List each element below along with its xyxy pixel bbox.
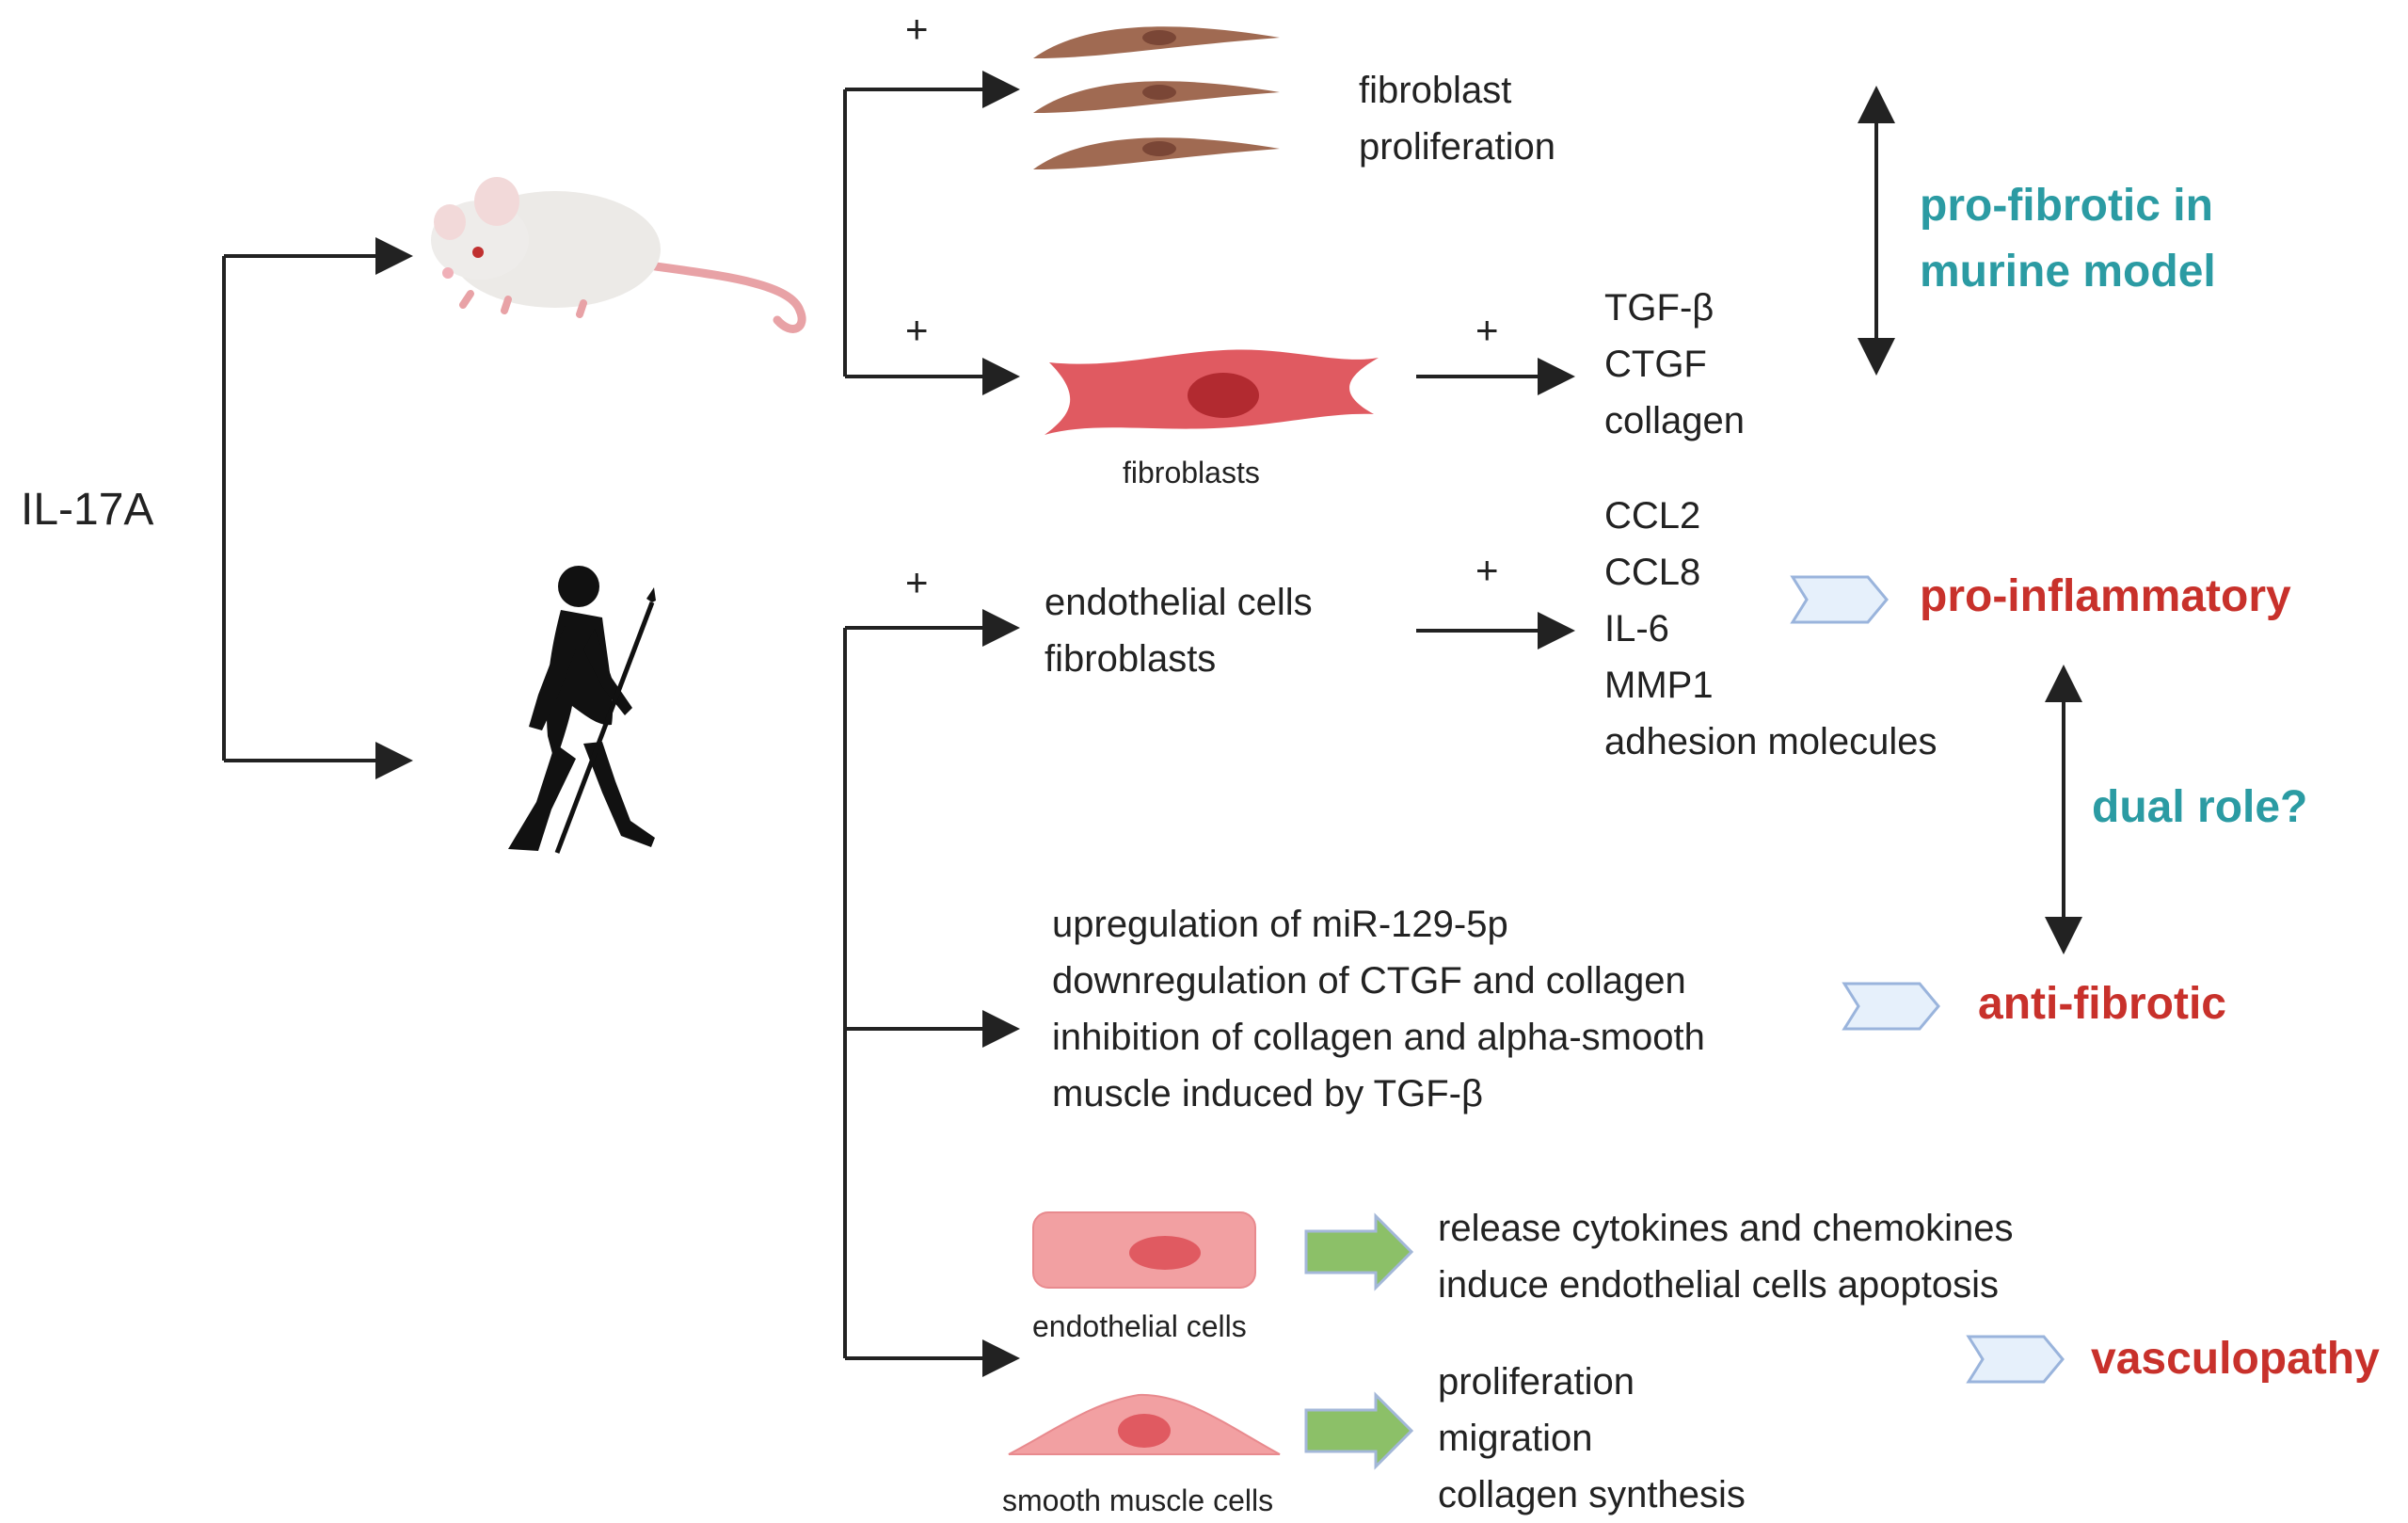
human-walking-icon: [508, 566, 656, 854]
plus-sign-human-mid: +: [1475, 548, 1499, 592]
root-label: IL-17A: [21, 485, 154, 535]
plus-sign-murine-bottom: +: [905, 308, 929, 352]
smooth-muscle-cells-label: smooth muscle cells: [1002, 1483, 1274, 1517]
mechanism-item: upregulation of miR-129-5p: [1052, 904, 1508, 945]
endothelial-effects-list: release cytokines and chemokines induce …: [1438, 1200, 2013, 1313]
murine-mediators-list: TGF-β CTGF collagen: [1604, 280, 1745, 449]
chevron-icon-anti-fibrotic: [1842, 982, 1940, 1031]
mediator-item: TGF-β: [1604, 287, 1714, 329]
fibroblast-proliferation-label: fibroblast proliferation: [1359, 62, 1555, 175]
mechanism-item: downregulation of CTGF and collagen: [1052, 960, 1686, 1002]
dual-role-label: dual role?: [2092, 782, 2308, 832]
chevron-icon-pro-inflammatory: [1790, 575, 1889, 624]
fibroblast-cell-icon: [1045, 349, 1379, 435]
effect-item: migration: [1438, 1418, 1593, 1459]
mediator-item: CCL2: [1604, 495, 1701, 537]
mediator-item: CTGF: [1604, 344, 1707, 385]
mediator-item: CCL8: [1604, 552, 1701, 593]
mediator-item: collagen: [1604, 400, 1746, 441]
chevron-icon-vasculopathy: [1966, 1335, 2065, 1384]
murine-bracket: [843, 71, 1575, 395]
mouse-icon: [431, 177, 806, 333]
conclusion-line: pro-fibrotic in: [1920, 181, 2213, 231]
human-mediators-list: CCL2 CCL8 IL-6 MMP1 adhesion molecules: [1604, 488, 1938, 770]
proliferation-line: fibroblast: [1359, 70, 1512, 111]
anti-fibrotic-label: anti-fibrotic: [1978, 979, 2226, 1029]
fibroblast-proliferation-cells: [1033, 26, 1280, 169]
effect-item: collagen synthesis: [1438, 1474, 1746, 1515]
chevrons: [1790, 575, 2065, 1384]
plus-sign-human-top: +: [905, 560, 929, 604]
mechanism-item: muscle induced by TGF-β: [1052, 1073, 1483, 1114]
plus-sign-murine-right: +: [1475, 308, 1499, 352]
cell-item: endothelial cells: [1045, 582, 1313, 623]
effect-item: induce endothelial cells apoptosis: [1438, 1264, 1999, 1306]
vasculopathy-label: vasculopathy: [2091, 1334, 2380, 1384]
effect-item: release cytokines and chemokines: [1438, 1208, 2014, 1249]
green-arrow-icon-smooth-muscle: [1304, 1391, 1414, 1470]
mediator-item: adhesion molecules: [1604, 721, 1938, 762]
double-arrows: [1858, 86, 2082, 954]
human-bracket: [843, 609, 1575, 1377]
human-cells-list: endothelial cells fibroblasts: [1045, 574, 1313, 687]
proliferation-line: proliferation: [1359, 126, 1556, 168]
plus-sign-murine-top: +: [905, 7, 929, 51]
green-arrows: [1304, 1212, 1414, 1470]
mechanism-item: inhibition of collagen and alpha-smooth: [1052, 1017, 1705, 1058]
fibroblasts-label: fibroblasts: [1123, 456, 1260, 489]
conclusion-line: murine model: [1920, 247, 2216, 297]
mediator-item: IL-6: [1604, 608, 1669, 649]
effect-item: proliferation: [1438, 1361, 1635, 1403]
endothelial-cells-label: endothelial cells: [1032, 1309, 1247, 1343]
green-arrow-icon-endothelial: [1304, 1212, 1414, 1291]
anti-fibrotic-mechanisms-list: upregulation of miR-129-5p downregulatio…: [1052, 896, 1705, 1122]
smooth-muscle-effects-list: proliferation migration collagen synthes…: [1438, 1354, 1746, 1523]
pro-inflammatory-label: pro-inflammatory: [1920, 571, 2291, 621]
smooth-muscle-cell-icon: [1008, 1393, 1281, 1455]
cell-item: fibroblasts: [1045, 638, 1217, 680]
mediator-item: MMP1: [1604, 665, 1714, 706]
endothelial-cell-icon: [1032, 1211, 1256, 1289]
root-bracket: [222, 237, 413, 779]
pro-fibrotic-conclusion: pro-fibrotic in murine model: [1920, 173, 2216, 305]
